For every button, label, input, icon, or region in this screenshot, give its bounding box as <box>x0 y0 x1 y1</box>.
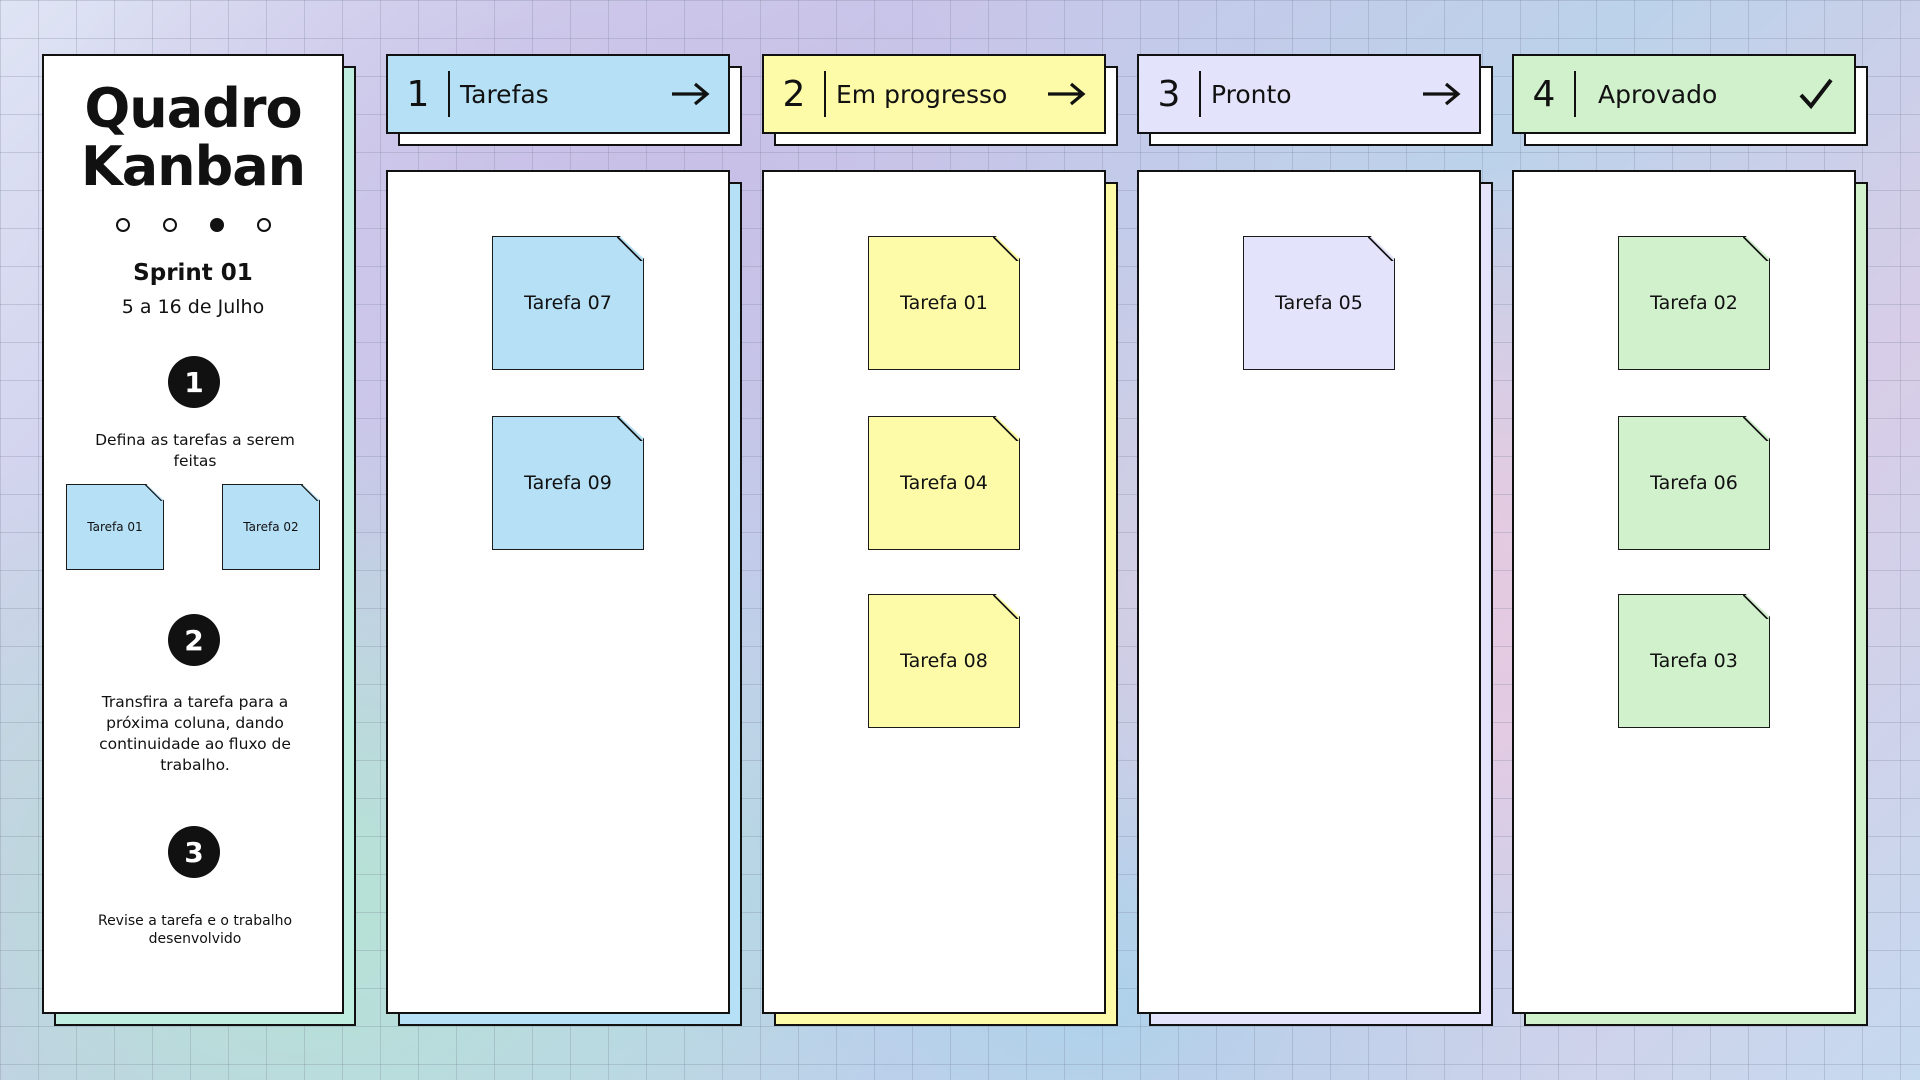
task-card[interactable]: Tarefa 03 <box>1618 594 1770 728</box>
divider <box>448 71 450 117</box>
column-header-aprovado[interactable]: 4 Aprovado <box>1512 54 1868 146</box>
task-card[interactable]: Tarefa 05 <box>1243 236 1395 370</box>
arrow-right-icon <box>1042 74 1090 114</box>
column-em-progresso: Tarefa 01 Tarefa 04 Tarefa 08 <box>762 170 1118 1026</box>
step-2-badge: 2 <box>168 614 220 666</box>
column-pronto: Tarefa 05 <box>1137 170 1493 1026</box>
divider <box>1199 71 1201 117</box>
progress-dots <box>44 218 342 232</box>
sprint-dates: 5 a 16 de Julho <box>121 296 265 318</box>
divider <box>1574 71 1576 117</box>
title-line-1: Quadro <box>84 77 302 140</box>
column-number: 3 <box>1157 73 1181 115</box>
example-card-2: Tarefa 02 <box>222 484 320 570</box>
dot-icon <box>115 218 130 232</box>
dot-icon <box>162 218 177 232</box>
arrow-right-icon <box>1417 74 1465 114</box>
step-1-badge: 1 <box>168 356 220 408</box>
task-card[interactable]: Tarefa 08 <box>868 594 1020 728</box>
column-header-pronto[interactable]: 3 Pronto <box>1137 54 1493 146</box>
column-header-em-progresso[interactable]: 2 Em progresso <box>762 54 1118 146</box>
divider <box>824 71 826 117</box>
task-card[interactable]: Tarefa 07 <box>492 236 644 370</box>
panel-body: Quadro Kanban Sprint 01 5 a 16 de Julho … <box>42 54 344 1014</box>
dot-icon <box>256 218 271 232</box>
dot-filled-icon <box>209 218 224 232</box>
step-3-badge: 3 <box>168 826 220 878</box>
task-card[interactable]: Tarefa 09 <box>492 416 644 550</box>
column-header-tarefas[interactable]: 1 Tarefas <box>386 54 742 146</box>
task-card[interactable]: Tarefa 06 <box>1618 416 1770 550</box>
column-number: 2 <box>782 73 806 115</box>
sprint-title: Sprint 01 <box>133 260 253 286</box>
column-label: Tarefas <box>460 79 549 109</box>
task-card[interactable]: Tarefa 02 <box>1618 236 1770 370</box>
column-label: Em progresso <box>836 79 1008 109</box>
column-label: Pronto <box>1211 79 1292 109</box>
column-aprovado: Tarefa 02 Tarefa 06 Tarefa 03 <box>1512 170 1868 1026</box>
instructions-panel: Quadro Kanban Sprint 01 5 a 16 de Julho … <box>42 54 356 1026</box>
step-3-text: Revise a tarefa e o trabalho desenvolvid… <box>97 913 293 947</box>
step-1-text: Defina as tarefas a serem feitas <box>95 431 295 470</box>
column-label: Aprovado <box>1598 79 1718 109</box>
task-card[interactable]: Tarefa 04 <box>868 416 1020 550</box>
board-title: Quadro Kanban <box>44 80 342 196</box>
example-card-1: Tarefa 01 <box>66 484 164 570</box>
arrow-right-icon <box>666 74 714 114</box>
column-tarefas: Tarefa 07 Tarefa 09 <box>386 170 742 1026</box>
column-number: 4 <box>1532 73 1556 115</box>
step-2-text: Transfira a tarefa para a próxima coluna… <box>99 693 291 774</box>
column-number: 1 <box>406 73 430 115</box>
task-card[interactable]: Tarefa 01 <box>868 236 1020 370</box>
title-line-2: Kanban <box>80 135 306 198</box>
check-icon <box>1792 74 1840 114</box>
